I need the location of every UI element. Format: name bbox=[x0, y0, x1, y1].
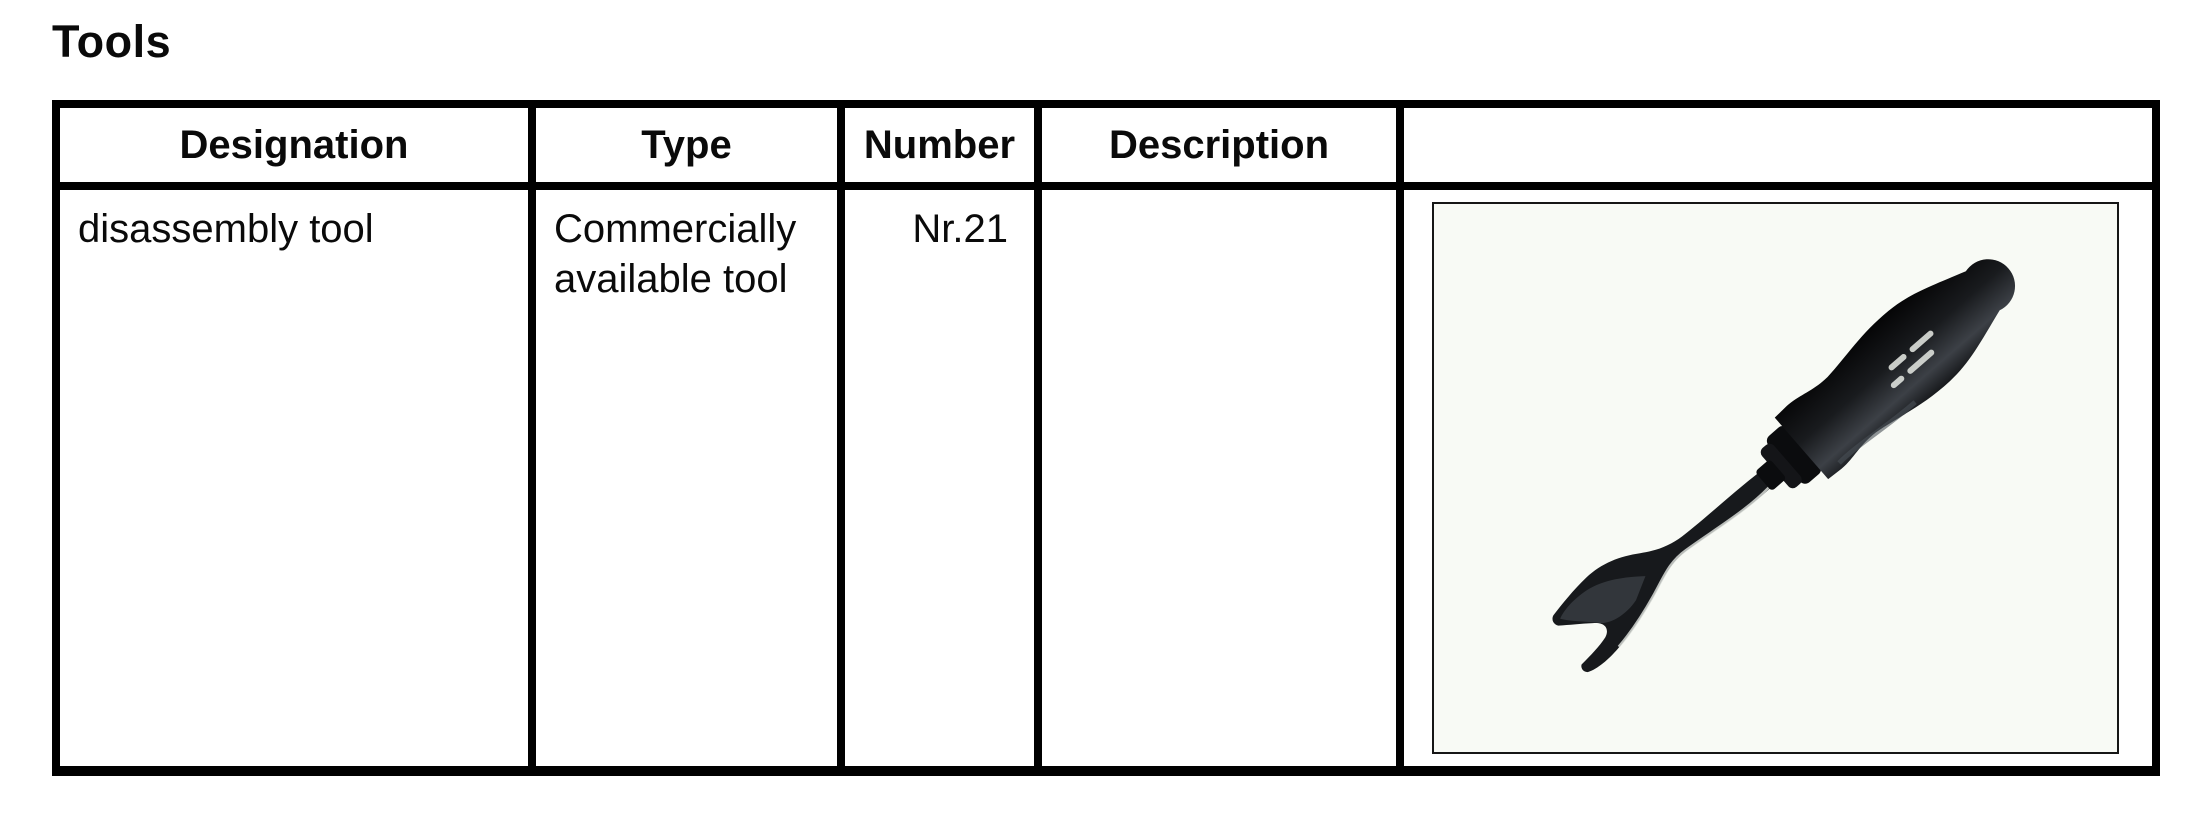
disassembly-tool-illustration bbox=[1552, 259, 2016, 673]
page-title: Tools bbox=[52, 16, 172, 67]
tool-grip-sheen bbox=[1837, 400, 1917, 465]
header-cell-description: Description bbox=[1034, 100, 1404, 190]
tool-ferrule bbox=[1766, 426, 1822, 484]
cell-number: Nr.21 bbox=[837, 182, 1042, 776]
tool-shaft-and-fork bbox=[1552, 465, 1780, 673]
tool-handle-print bbox=[1888, 330, 1935, 389]
header-row: Designation Type Number Description bbox=[52, 100, 2160, 190]
cell-image bbox=[1396, 182, 2160, 776]
header-cell-image bbox=[1396, 100, 2160, 190]
tool-handle bbox=[1774, 259, 2016, 480]
tools-table: Designation Type Number Description disa… bbox=[52, 100, 2160, 776]
cell-description bbox=[1034, 182, 1404, 776]
tool-edge-highlight bbox=[1617, 486, 1771, 648]
tool-blade-sheen bbox=[1560, 576, 1646, 623]
cell-type: Commercially available tool bbox=[528, 182, 845, 776]
header-cell-designation: Designation bbox=[52, 100, 536, 190]
header-cell-type: Type bbox=[528, 100, 845, 190]
tool-neck bbox=[1756, 460, 1786, 490]
disassembly-tool-photo bbox=[1432, 202, 2119, 754]
cell-designation: disassembly tool bbox=[52, 182, 536, 776]
header-cell-number: Number bbox=[837, 100, 1042, 190]
table-row: disassembly tool Commercially available … bbox=[52, 182, 2160, 776]
tool-ferrule-lip bbox=[1760, 443, 1802, 489]
